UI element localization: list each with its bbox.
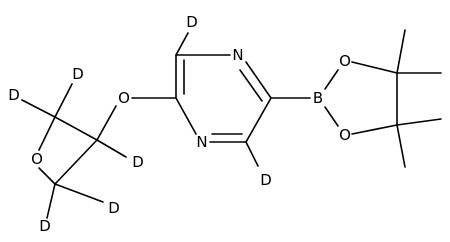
atom-d-right-bottom: D [260,171,272,189]
dioxaborolane-ring [324,61,398,135]
bond-ch2-top-d-left [21,99,56,118]
atom-d-ch2-top-right: D [72,65,84,83]
bond-o-ch2-bottom [38,167,56,185]
bond-methyl-1 [396,29,406,74]
bond-n-top-c5 [245,61,272,99]
bond-ch2-bottom-ch [54,139,98,185]
atom-b: B [313,89,323,107]
atom-n-top: N [232,46,243,64]
atom-d-ch2-bottom-left: D [39,217,51,235]
atom-d-ch2-top-left: D [8,86,20,104]
bond-o-upper-c [351,61,398,74]
bond-ch2-top-d-right [54,83,73,118]
atom-d-ch2-bottom-right: D [108,199,120,217]
atom-o-ether: O [118,89,130,107]
atom-o-upper: O [339,52,351,70]
bond-b-o-upper [324,69,339,90]
bond-ch2-top-o [38,116,56,151]
bond-c6-d [245,141,259,167]
bond-o-lower-b [324,106,339,127]
bond-ch-ch2-top [54,116,98,141]
atom-o-lower: O [339,126,351,144]
bond-c5-c6 [245,97,272,143]
atom-d-top: D [186,13,198,31]
bond-c3-d [175,32,189,56]
bond-ch-d [96,139,127,158]
bond-methyl-4 [396,124,406,168]
oxetane-ring [38,116,98,185]
bond-ch2-bottom-d-right [54,183,104,203]
bond-methyl-3 [396,118,442,126]
bond-n-top-c5-double [239,69,263,102]
atom-o-ring: O [31,150,43,168]
atom-d-ch: D [132,153,144,171]
bond-o-ether-ch [96,105,117,141]
atom-n-bottom: N [196,133,207,151]
bond-ch2-bottom-d-left [46,183,56,219]
pyrazine-ring [175,54,272,143]
bond-n-bottom-c2 [175,97,197,135]
bond-c-o-lower [351,124,398,135]
